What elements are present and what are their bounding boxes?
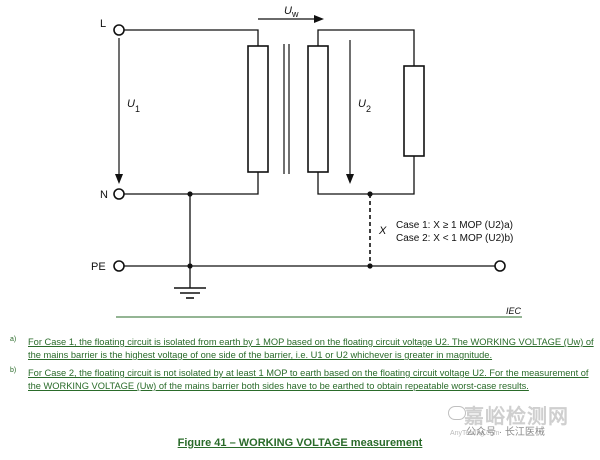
earth-symbol [174,287,206,299]
note-a: a) For Case 1, the floating circuit is i… [10,336,596,362]
junction-dot [367,191,373,197]
primary-winding [247,45,269,173]
junction-dot [187,191,193,197]
terminal-L [113,24,125,36]
terminal-PE [113,260,125,272]
voltage-arrows [115,15,354,184]
wechat-icon [448,406,466,420]
label-U2-sub: 2 [366,104,371,114]
iec-label: IEC [506,306,522,316]
label-Uw: U [284,5,292,17]
label-U1-sub: 1 [135,104,140,114]
secondary-wires [317,29,415,195]
junction-dot [367,263,373,269]
load-resistor [403,65,425,157]
label-L: L [100,18,106,30]
terminal-N [113,188,125,200]
label-X: X [378,225,387,237]
label-N: N [100,189,108,201]
watermark-big-text: 嘉峪检测网 [464,406,569,428]
label-Uw-sub: w [291,9,299,19]
secondary-winding [307,45,329,173]
note-b-text: For Case 2, the floating circuit is not … [28,368,589,391]
case-1-label: Case 1: X ≥ 1 MOP (U2)a) [396,220,513,231]
note-b-mark: b) [10,367,17,374]
note-b: b) For Case 2, the floating circuit is n… [10,367,596,393]
label-U2: U [358,98,366,110]
label-U1: U [127,98,135,110]
figure-notes: a) For Case 1, the floating circuit is i… [10,336,596,398]
working-voltage-circuit-diagram: L N PE U 1 U 2 U w X Case 1: X ≥ 1 MOP (… [91,5,522,318]
watermark: 嘉峪检测网 公众号 · 长江医械 AnyTesting.com [448,404,598,444]
watermark-url: AnyTesting.com [450,430,500,437]
case-2-label: Case 2: X < 1 MOP (U2)b) [396,233,513,244]
label-PE: PE [91,261,106,273]
terminal-PE-right [494,260,506,272]
watermark-small-text: 公众号 · 长江医械 [466,427,545,438]
primary-wires [124,29,495,288]
note-a-mark: a) [10,336,17,343]
transformer-core [283,44,290,174]
junction-dot [187,263,193,269]
figure-caption: Figure 41 – WORKING VOLTAGE measurement [177,437,423,449]
note-a-text: For Case 1, the floating circuit is isol… [28,337,594,360]
